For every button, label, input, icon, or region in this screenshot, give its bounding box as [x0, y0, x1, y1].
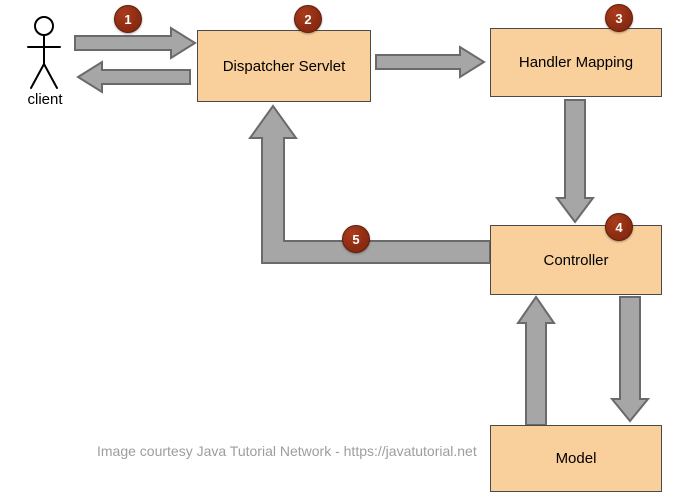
arrow-handler-mapping-to-controller-icon [555, 99, 595, 224]
node-handler-mapping-label: Handler Mapping [518, 54, 634, 71]
arrow-dispatcher-to-handler-mapping-icon [375, 45, 486, 79]
arrow-model-to-controller-icon [516, 295, 556, 426]
node-model: Model [490, 425, 662, 492]
node-dispatcher-servlet: Dispatcher Servlet [197, 30, 371, 102]
node-controller: Controller [490, 225, 662, 295]
arrow-controller-to-dispatcher-icon [248, 104, 491, 264]
step-badge-4: 4 [605, 213, 633, 241]
client-icon [27, 16, 61, 89]
node-controller-label: Controller [543, 251, 609, 269]
step-badge-3: 3 [605, 4, 633, 32]
caption: Image courtesy Java Tutorial Network - h… [97, 443, 477, 459]
step-badge-5: 5 [342, 225, 370, 253]
client-label: client [27, 91, 63, 108]
arrow-client-to-dispatcher-icon [74, 26, 197, 60]
node-dispatcher-servlet-label: Dispatcher Servlet [222, 57, 346, 75]
node-handler-mapping: Handler Mapping [490, 28, 662, 97]
node-model-label: Model [555, 450, 597, 467]
step-badge-2: 2 [294, 5, 322, 33]
arrow-controller-to-model-icon [609, 296, 651, 423]
arrow-dispatcher-to-client-icon [76, 60, 191, 94]
step-badge-1: 1 [114, 5, 142, 33]
